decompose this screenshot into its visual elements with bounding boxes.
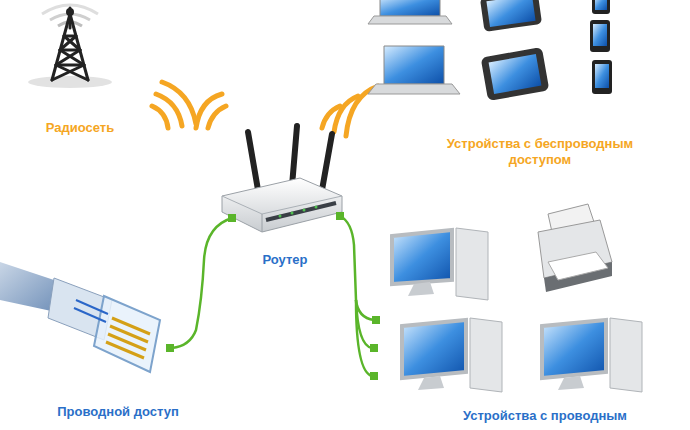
computer [392, 228, 488, 300]
wire [172, 216, 374, 376]
wire-end [166, 212, 380, 380]
router [222, 126, 342, 232]
devices-label: Устройства с беспроводным доступом [445, 136, 635, 168]
wireless-signal [152, 82, 378, 136]
ethernet-plug [0, 262, 160, 372]
router-label: Роутер [235, 252, 335, 268]
radio-tower [28, 5, 112, 88]
printer [538, 204, 612, 292]
wired-access-label: Проводной доступ [18, 404, 218, 420]
network-label: Радиосеть [20, 120, 140, 136]
wireless-devices [368, 0, 612, 101]
computer [542, 318, 642, 392]
wired-devices [392, 204, 642, 392]
computer [402, 318, 502, 392]
devices-label: Устройства с проводным [435, 408, 655, 424]
